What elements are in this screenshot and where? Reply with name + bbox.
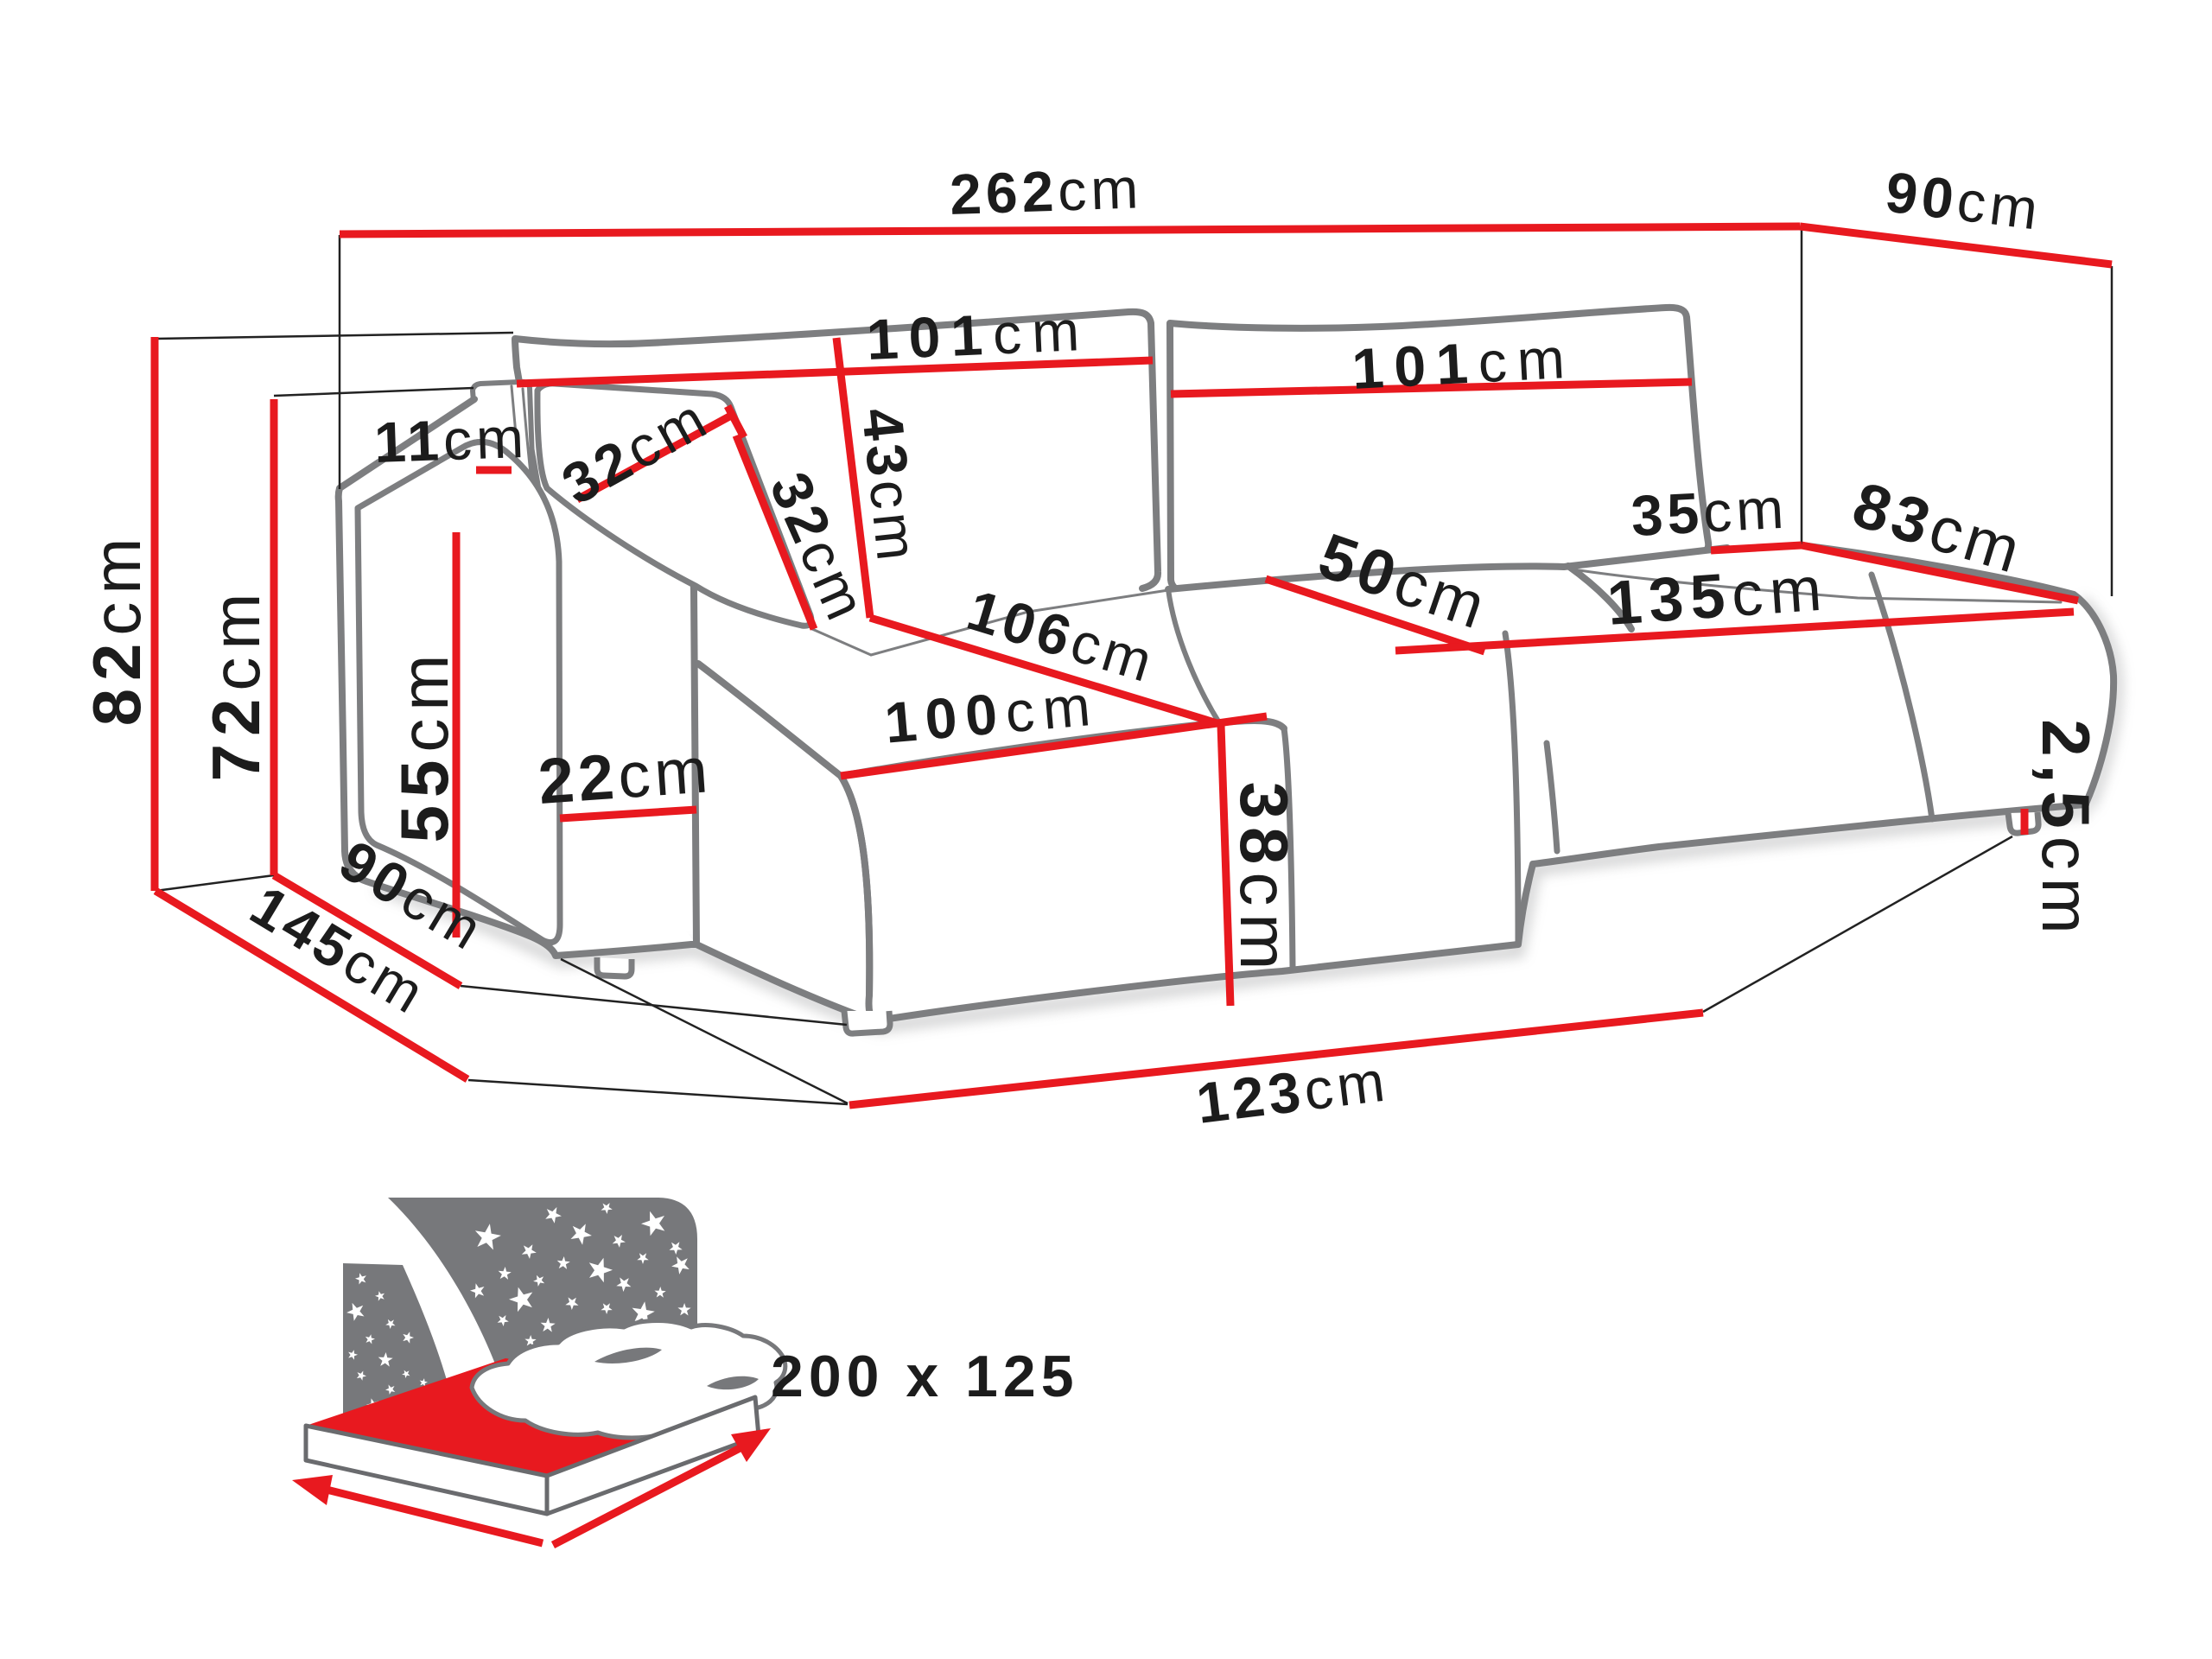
svg-text:101cm: 101cm	[865, 298, 1090, 372]
svg-text:72cm: 72cm	[198, 586, 274, 782]
svg-text:200 x 125: 200 x 125	[771, 1344, 1079, 1409]
svg-text:262cm: 262cm	[949, 156, 1144, 226]
svg-text:38cm: 38cm	[1226, 782, 1302, 978]
svg-text:101cm: 101cm	[1351, 326, 1577, 401]
svg-text:135cm: 135cm	[1605, 554, 1831, 639]
svg-text:22cm: 22cm	[536, 734, 714, 817]
svg-text:35cm: 35cm	[1630, 476, 1789, 548]
svg-text:55cm: 55cm	[386, 647, 462, 843]
svg-text:82cm: 82cm	[79, 531, 155, 727]
svg-text:11cm: 11cm	[373, 405, 529, 474]
svg-text:2,5cm: 2,5cm	[2028, 719, 2104, 941]
